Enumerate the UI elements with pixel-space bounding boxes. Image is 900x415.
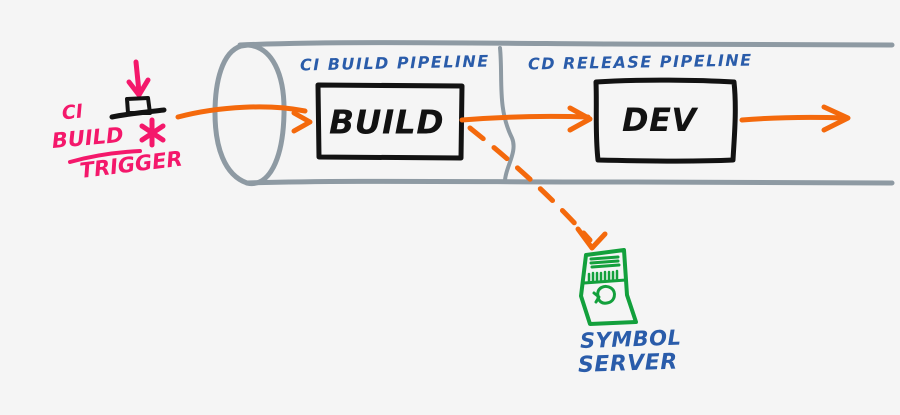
symbol-server-label-line2: SERVER: [578, 350, 679, 378]
trigger-underline: [68, 149, 142, 164]
dev-box-outline: [593, 77, 738, 164]
build-box-outline: [315, 82, 465, 161]
trigger-table-icon: [109, 96, 167, 120]
connector-build-to-dev: [459, 105, 593, 133]
dev-box[interactable]: DEV: [593, 77, 738, 164]
dev-box-label: DEV: [622, 101, 698, 139]
asterisk-icon: [139, 117, 166, 148]
trigger-label-line1: CI: [61, 100, 84, 124]
connector-dev-to-exit: [739, 104, 851, 133]
build-box[interactable]: BUILD: [315, 82, 465, 161]
connector-trigger-to-build: [175, 104, 313, 134]
pipeline-top-edge: [237, 40, 895, 48]
pipeline-tube: [212, 40, 895, 186]
pipeline-section-divider: [498, 46, 516, 183]
pipeline-section-labels: CI BUILD PIPELINE CD RELEASE PIPELINE: [300, 51, 753, 75]
connector-build-to-symbol-server: [467, 125, 608, 251]
ci-build-trigger-group[interactable]: CI BUILD TRIGGER: [51, 59, 184, 183]
pipeline-bottom-edge: [244, 178, 895, 186]
trigger-label-line2: BUILD: [51, 123, 125, 153]
down-arrow-icon: [126, 59, 151, 98]
symbol-server-label-line1: SYMBOL: [580, 325, 682, 353]
ci-pipeline-label: CI BUILD PIPELINE: [300, 52, 490, 75]
pipeline-cylinder-icon: [212, 42, 287, 186]
build-box-label: BUILD: [329, 103, 444, 142]
cd-pipeline-label: CD RELEASE PIPELINE: [528, 51, 753, 74]
symbol-server-icon[interactable]: [579, 248, 638, 326]
symbol-server-label: SYMBOL SERVER: [578, 325, 682, 378]
